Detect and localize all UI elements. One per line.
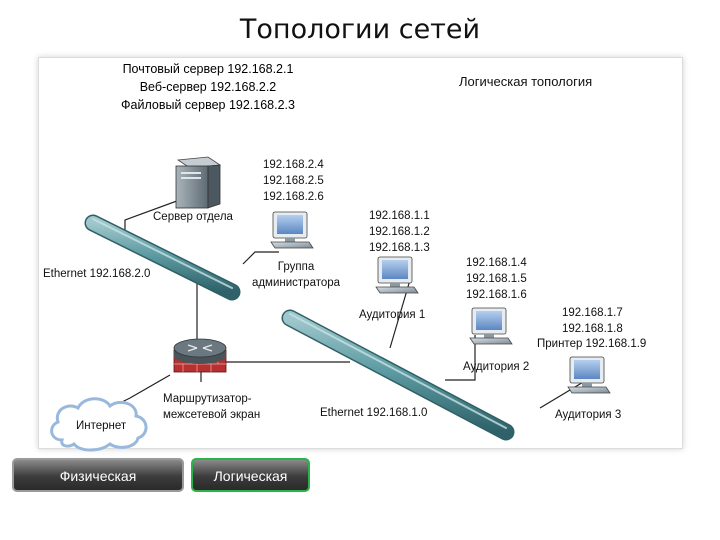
ip-label: 192.168.1.5 [466, 271, 527, 287]
web-server-label: Веб-сервер 192.168.2.2 [103, 78, 313, 96]
room2-computer-icon [470, 308, 512, 344]
room1-ip-list: 192.168.1.4 192.168.1.5 192.168.1.6 [466, 255, 527, 303]
dept-server-ip-list: 192.168.2.4 192.168.2.5 192.168.2.6 [263, 157, 324, 205]
server-list: Почтовый сервер 192.168.2.1 Веб-сервер 1… [103, 60, 313, 114]
router-firewall-icon [174, 339, 226, 372]
room3-label: Аудитория 3 [555, 407, 621, 423]
ethernet-top-label: Ethernet 192.168.2.0 [43, 266, 150, 282]
ip-label: 192.168.1.2 [369, 224, 430, 240]
admin-group-line2: администратора [250, 275, 342, 291]
dept-server-label: Сервер отдела [153, 209, 233, 225]
mail-server-label: Почтовый сервер 192.168.2.1 [103, 60, 313, 78]
connection-lines [120, 198, 590, 408]
room1-computer-icon [376, 257, 418, 293]
admin-ip-list: 192.168.1.1 192.168.1.2 192.168.1.3 [369, 208, 430, 256]
server-icon [176, 157, 220, 208]
ip-label: 192.168.1.4 [466, 255, 527, 271]
admin-group-line1: Группа [250, 259, 342, 275]
admin-computer-icon [271, 212, 313, 248]
router-label-line1: Маршрутизатор- [163, 391, 260, 407]
logical-topology-heading: Логическая топология [459, 74, 592, 89]
admin-group-label: Группа администратора [250, 259, 342, 291]
ip-label: 192.168.1.6 [466, 287, 527, 303]
physical-topology-button[interactable]: Физическая [12, 458, 184, 492]
ip-label: 192.168.1.1 [369, 208, 430, 224]
ip-label: 192.168.1.3 [369, 240, 430, 256]
logical-topology-button[interactable]: Логическая [191, 458, 310, 492]
room2-ip-list: 192.168.1.7 192.168.1.8 [562, 305, 623, 337]
ip-label: 192.168.1.8 [562, 321, 623, 337]
room2-label: Аудитория 2 [463, 359, 529, 375]
router-label: Маршрутизатор- межсетевой экран [163, 391, 260, 423]
ip-label: 192.168.2.6 [263, 189, 324, 205]
ip-label: 192.168.1.7 [562, 305, 623, 321]
printer-label: Принтер 192.168.1.9 [537, 336, 646, 352]
ip-label: 192.168.2.5 [263, 173, 324, 189]
router-label-line2: межсетевой экран [163, 407, 260, 423]
ethernet-bottom-label: Ethernet 192.168.1.0 [320, 405, 427, 421]
room3-computer-icon [568, 357, 610, 393]
ip-label: 192.168.2.4 [263, 157, 324, 173]
internet-label: Интернет [76, 418, 126, 434]
room1-label: Аудитория 1 [359, 307, 425, 323]
file-server-label: Файловый сервер 192.168.2.3 [103, 96, 313, 114]
